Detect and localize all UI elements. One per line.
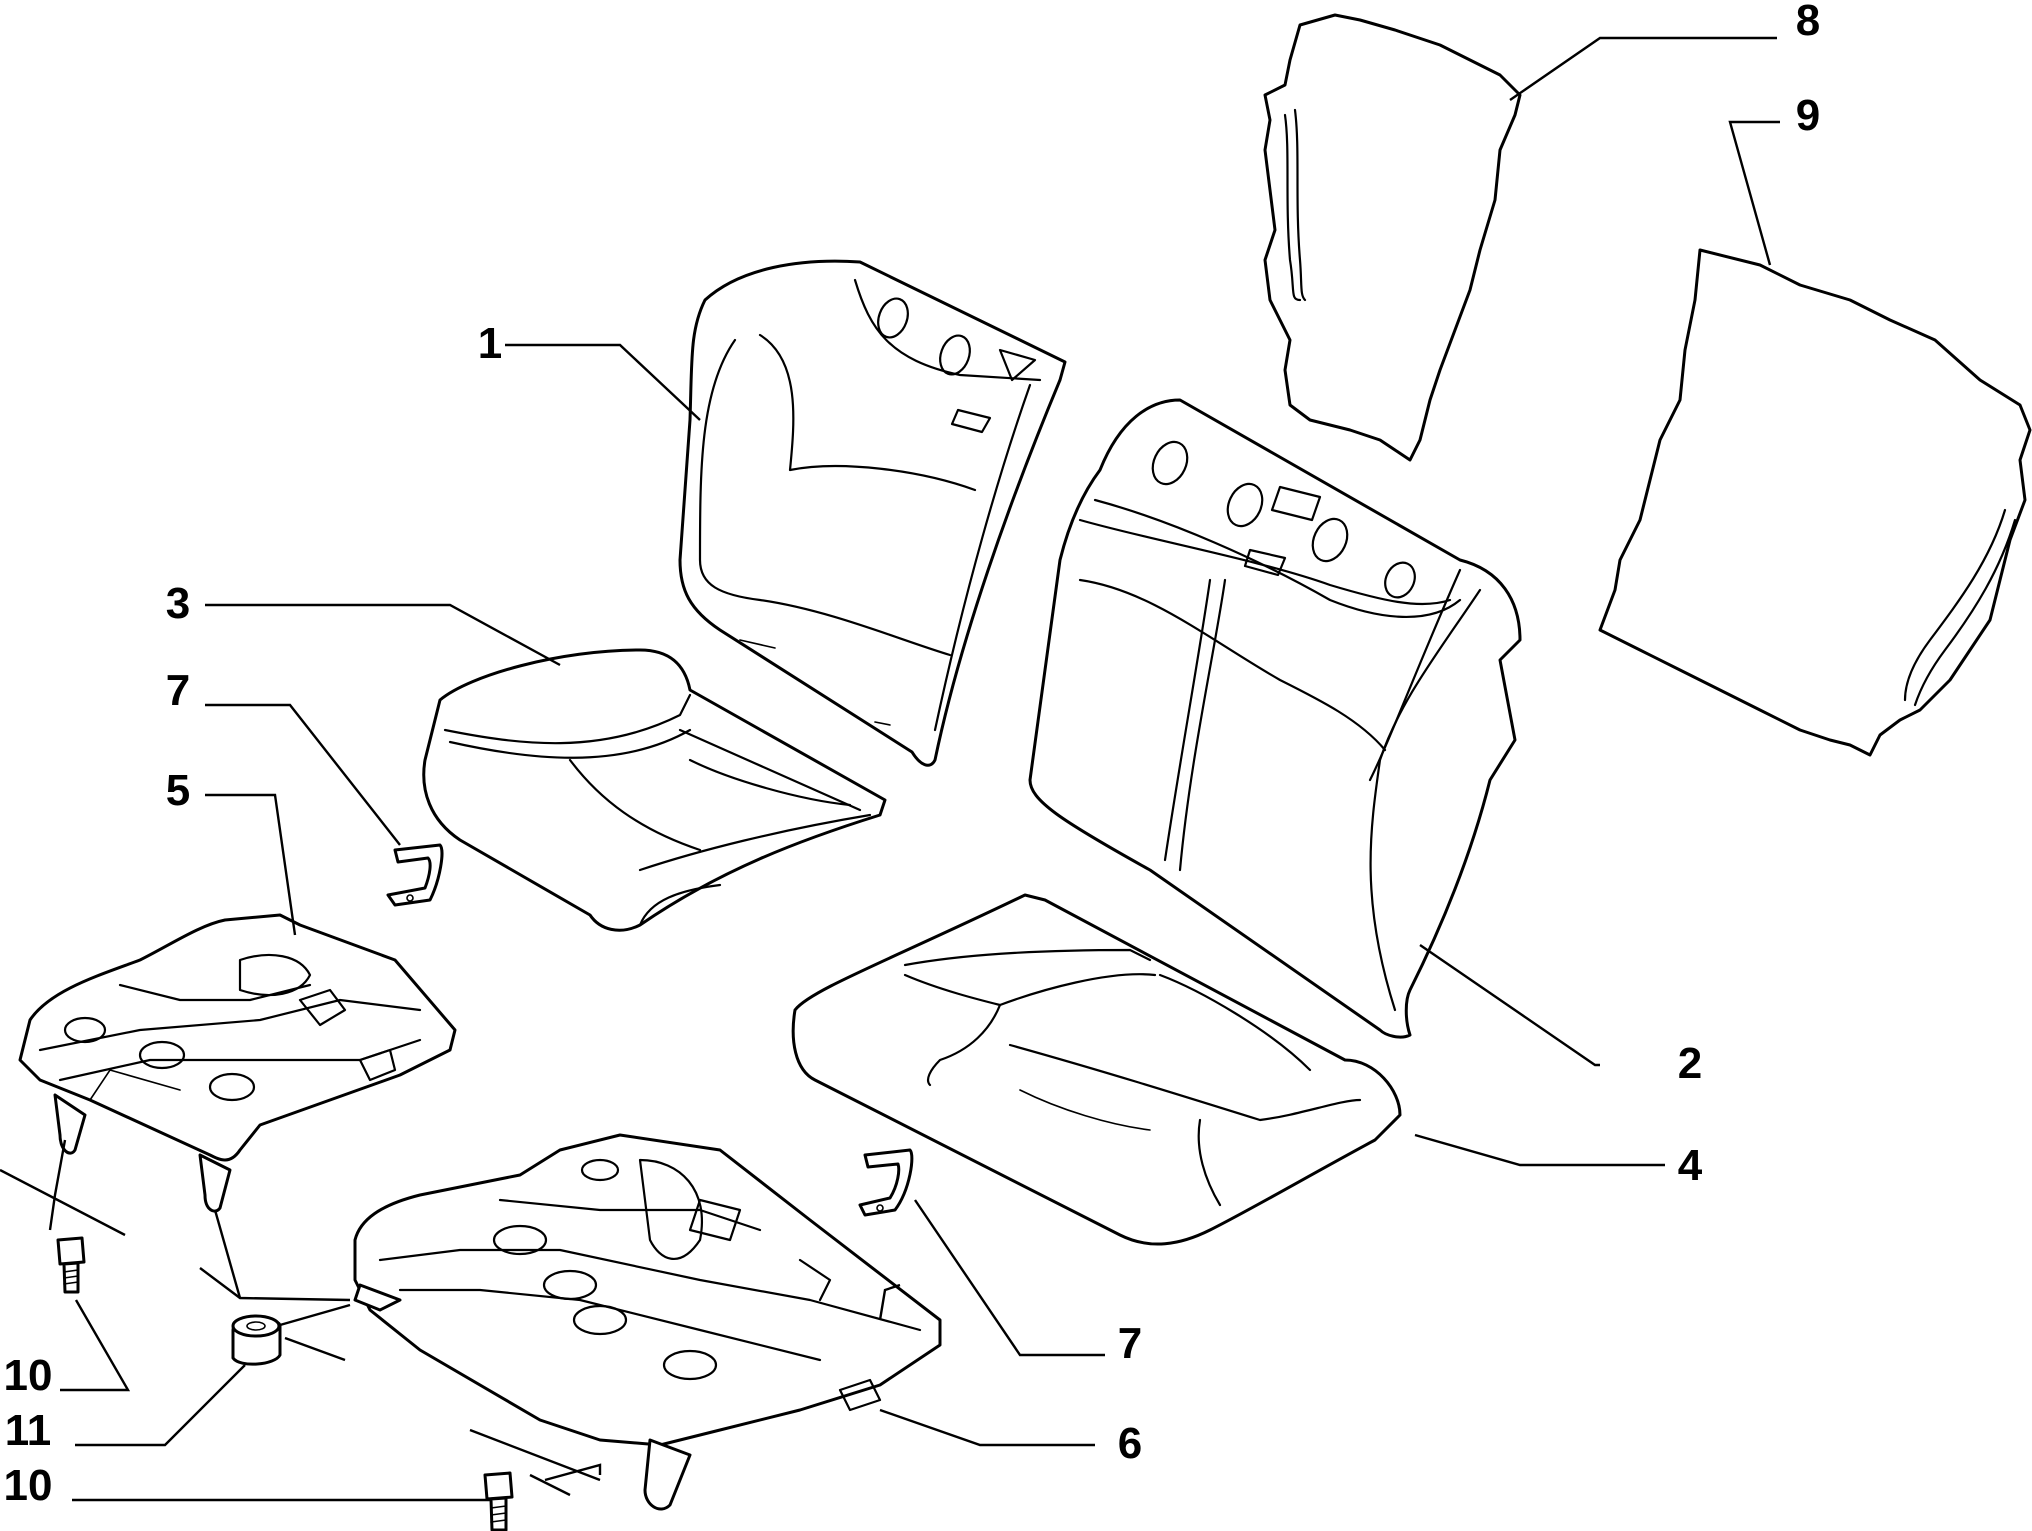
leader-10a	[60, 1299, 131, 1392]
bolt-lower	[483, 1471, 514, 1531]
callout-6: 6	[1118, 1419, 1142, 1468]
callout-3: 3	[166, 579, 190, 628]
callout-8: 8	[1796, 0, 1820, 45]
spacer-nut	[231, 1314, 282, 1366]
leader-3	[205, 603, 561, 667]
leader-1	[505, 343, 701, 421]
callout-labels: 1 2 3 4 5 6 7 7 8 9 10 10 11	[4, 0, 1821, 1510]
callout-7-lower: 7	[1118, 1319, 1142, 1368]
leader-6	[879, 1408, 1095, 1447]
bracket-lower	[858, 1148, 914, 1217]
callout-9: 9	[1796, 91, 1820, 140]
left-backrest-panel	[1263, 13, 1522, 462]
callout-10-upper: 10	[4, 1351, 53, 1400]
callout-11: 11	[5, 1406, 52, 1455]
right-backrest-panel	[1598, 248, 2032, 757]
callout-1: 1	[478, 319, 502, 368]
callout-10-lower: 10	[4, 1461, 53, 1510]
callout-7-upper: 7	[166, 666, 190, 715]
leader-7b	[914, 1199, 1105, 1357]
leader-2	[1419, 944, 1600, 1067]
callout-4: 4	[1678, 1141, 1703, 1190]
leader-7a	[205, 703, 401, 846]
right-seat-cushion-cover	[791, 893, 1402, 1246]
leader-lines	[0, 36, 1780, 1502]
leader-4	[1414, 1133, 1665, 1167]
leader-8	[1509, 36, 1777, 101]
bolt-upper	[56, 1236, 86, 1294]
right-seat-back-cover	[1028, 398, 1522, 1039]
leader-11	[75, 1364, 246, 1447]
left-seat-frame	[18, 913, 457, 1213]
right-seat-frame	[353, 1133, 942, 1511]
left-seat-cushion-cover	[422, 648, 887, 932]
left-seat-back-cover	[678, 259, 1067, 767]
bracket-upper	[386, 843, 444, 907]
callout-2: 2	[1678, 1039, 1702, 1088]
leader-9	[1728, 120, 1780, 266]
leader-5	[205, 793, 297, 936]
callout-5: 5	[166, 766, 190, 815]
